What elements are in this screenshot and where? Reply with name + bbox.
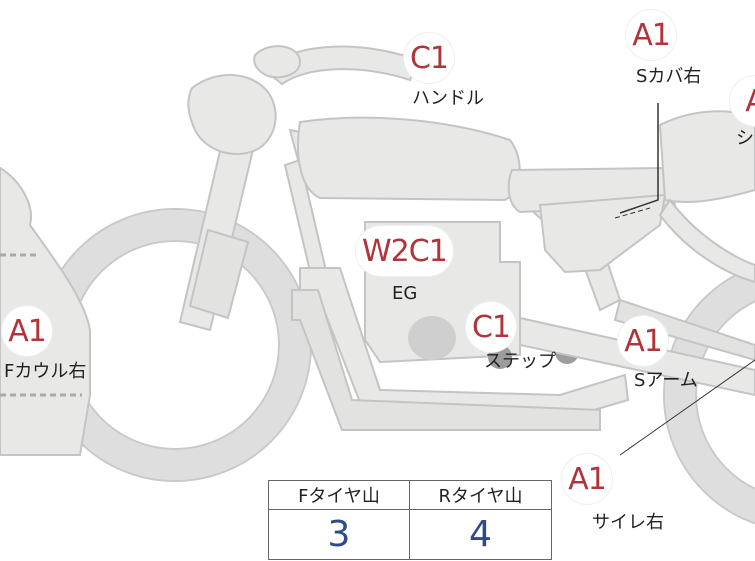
seat-label: シ: [736, 128, 754, 149]
rear-wheel: [665, 267, 755, 523]
front-tire-header: Fタイヤ山: [269, 481, 409, 510]
handle-badge: C1: [404, 33, 454, 83]
side-cover: [538, 193, 667, 274]
front-cowl-right-label: Fカウル右: [4, 361, 87, 382]
fuel-tank: [297, 116, 521, 202]
swingarm-badge: A1: [618, 316, 668, 366]
seat-cover-right-label: Sカバ右: [636, 66, 702, 87]
engine-label: EG: [392, 283, 418, 304]
front-tire-value: 3: [327, 513, 351, 555]
front-cowl: [0, 166, 91, 456]
tail-cowl: [658, 110, 755, 203]
step-badge: C1: [466, 302, 516, 352]
seat-cover-right-badge: A1: [626, 10, 676, 60]
tire-tread-table: Fタイヤ山 Rタイヤ山 3 4: [268, 480, 552, 560]
front-cowl-right-badge: A1: [2, 306, 52, 356]
rear-tire-header: Rタイヤ山: [410, 481, 551, 510]
silencer-right-badge: A1: [562, 454, 612, 504]
table-divider: [409, 481, 410, 559]
engine-badge-c: C1: [408, 233, 448, 269]
handle-label: ハンドル: [412, 88, 484, 109]
headlight: [187, 74, 277, 155]
rear-tire-value: 4: [469, 513, 492, 555]
step-label: ステップ: [484, 351, 556, 372]
swingarm-label: Sアーム: [634, 370, 698, 391]
engine-badge-w: W2: [362, 233, 410, 269]
silencer-right-label: サイレ右: [592, 512, 664, 533]
